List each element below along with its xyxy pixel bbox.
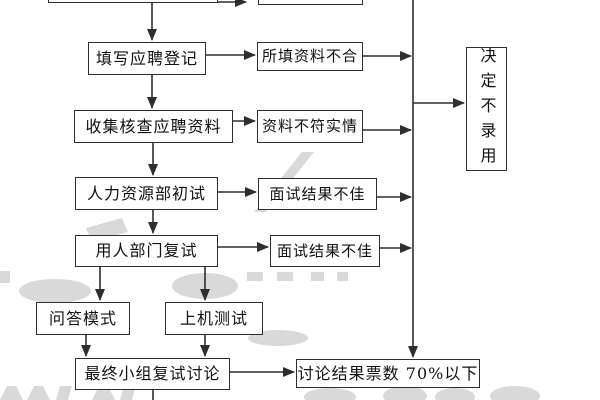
node-decide-no-hire: 决定不录用 xyxy=(466,47,507,172)
node-info-not-conform: 所填资料不合 xyxy=(257,42,363,71)
node-interview-bad-2: 面试结果不佳 xyxy=(270,235,380,267)
node-info-untrue: 资料不符实情 xyxy=(257,110,363,143)
node-hr-first-interview: 人力资源部初试 xyxy=(75,177,218,210)
node-top-left-partial xyxy=(48,0,218,3)
node-interview-bad-1: 面试结果不佳 xyxy=(258,178,377,210)
node-top-right-partial xyxy=(258,0,363,5)
node-vote-below-70: 讨论结果票数 70%以下 xyxy=(296,359,480,388)
node-dept-second-interview: 用人部门复试 xyxy=(75,235,218,267)
node-computer-test: 上机测试 xyxy=(165,302,263,335)
node-fill-registration: 填写应聘登记 xyxy=(88,42,206,75)
node-qa-mode: 问答模式 xyxy=(36,302,130,335)
node-collect-verify: 收集核查应聘资料 xyxy=(74,110,233,143)
arrow-lines xyxy=(81,0,465,400)
node-final-group-discussion: 最终小组复试讨论 xyxy=(75,358,230,390)
